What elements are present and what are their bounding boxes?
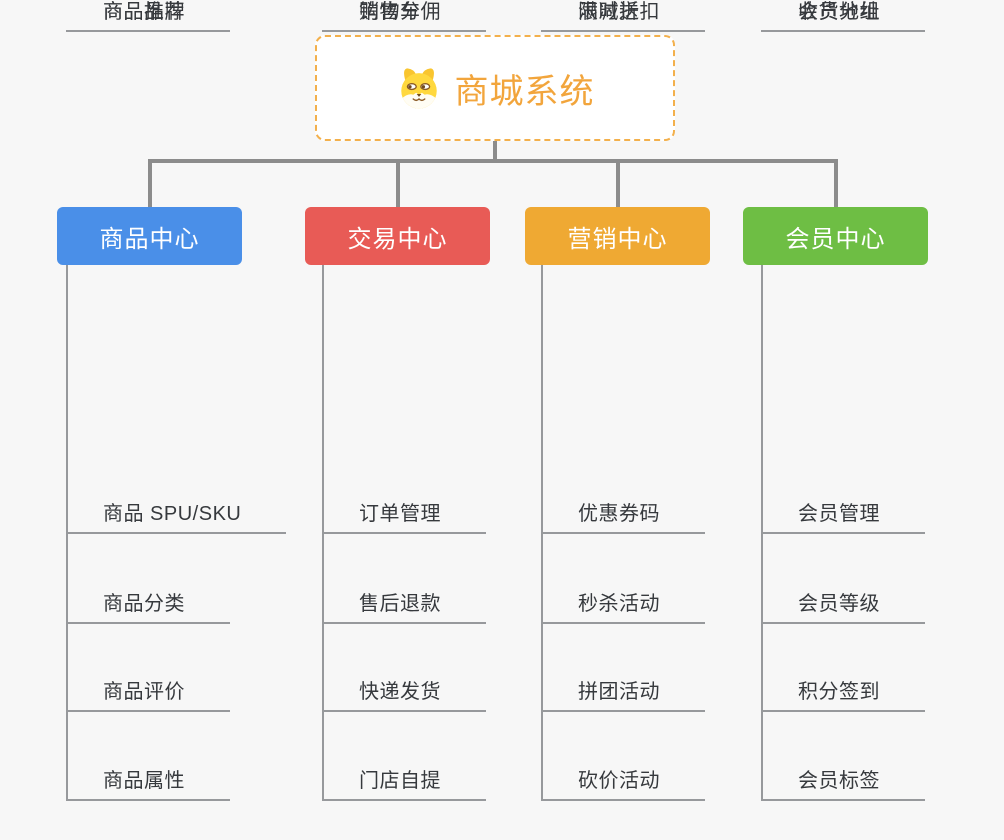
- leaf-topic[interactable]: 积分签到: [761, 680, 925, 712]
- root-stem-connector: [493, 141, 497, 161]
- doge-icon: [400, 68, 437, 109]
- branch-node-marketing-center[interactable]: 营销中心: [525, 207, 710, 265]
- branch-node-member-center[interactable]: 会员中心: [743, 207, 928, 265]
- branch-node-label: 交易中心: [347, 225, 448, 253]
- branch-node-label: 会员中心: [785, 225, 886, 253]
- leaf-topic[interactable]: 会员标签: [761, 769, 925, 801]
- leaf-topic[interactable]: 收货地址: [761, 0, 925, 32]
- leaf-topic[interactable]: 门店自提: [322, 769, 486, 801]
- leaf-topic[interactable]: 快递发货: [322, 680, 486, 712]
- leaf-topic[interactable]: 商品 SPU/SKU: [66, 502, 287, 534]
- leaf-topic[interactable]: 商品评价: [66, 680, 230, 712]
- branch-node-label: 营销中心: [567, 225, 668, 253]
- leaf-topic[interactable]: 商品品牌: [66, 0, 230, 32]
- leaf-topic[interactable]: 商品分类: [66, 592, 230, 624]
- leaf-topic[interactable]: 会员管理: [761, 502, 925, 534]
- leaf-topic[interactable]: 拼团活动: [541, 680, 705, 712]
- branch-node-product-center[interactable]: 商品中心: [57, 207, 242, 265]
- leaf-topic[interactable]: 会员等级: [761, 592, 925, 624]
- root-topic-label: 商城系统: [454, 72, 595, 111]
- tree-horizontal-connector: [148, 159, 838, 163]
- leaf-topic[interactable]: 商品属性: [66, 769, 230, 801]
- leaf-topic[interactable]: 售后退款: [322, 592, 486, 624]
- branch-drop-connector: [396, 159, 400, 207]
- branch-node-trade-center[interactable]: 交易中心: [305, 207, 490, 265]
- branch-drop-connector: [148, 159, 152, 207]
- branch-node-label: 商品中心: [99, 225, 200, 253]
- leaf-topic[interactable]: 销售分佣: [322, 0, 486, 32]
- leaf-topic[interactable]: 砍价活动: [541, 769, 705, 801]
- leaf-topic[interactable]: 满减送: [541, 0, 685, 32]
- leaf-topic[interactable]: 秒杀活动: [541, 592, 705, 624]
- leaf-topic[interactable]: 订单管理: [322, 502, 486, 534]
- root-topic-mall-system[interactable]: 商城系统: [315, 35, 675, 141]
- branch-drop-connector: [616, 159, 620, 207]
- branch-drop-connector: [834, 159, 838, 207]
- leaf-topic[interactable]: 优惠券码: [541, 502, 705, 534]
